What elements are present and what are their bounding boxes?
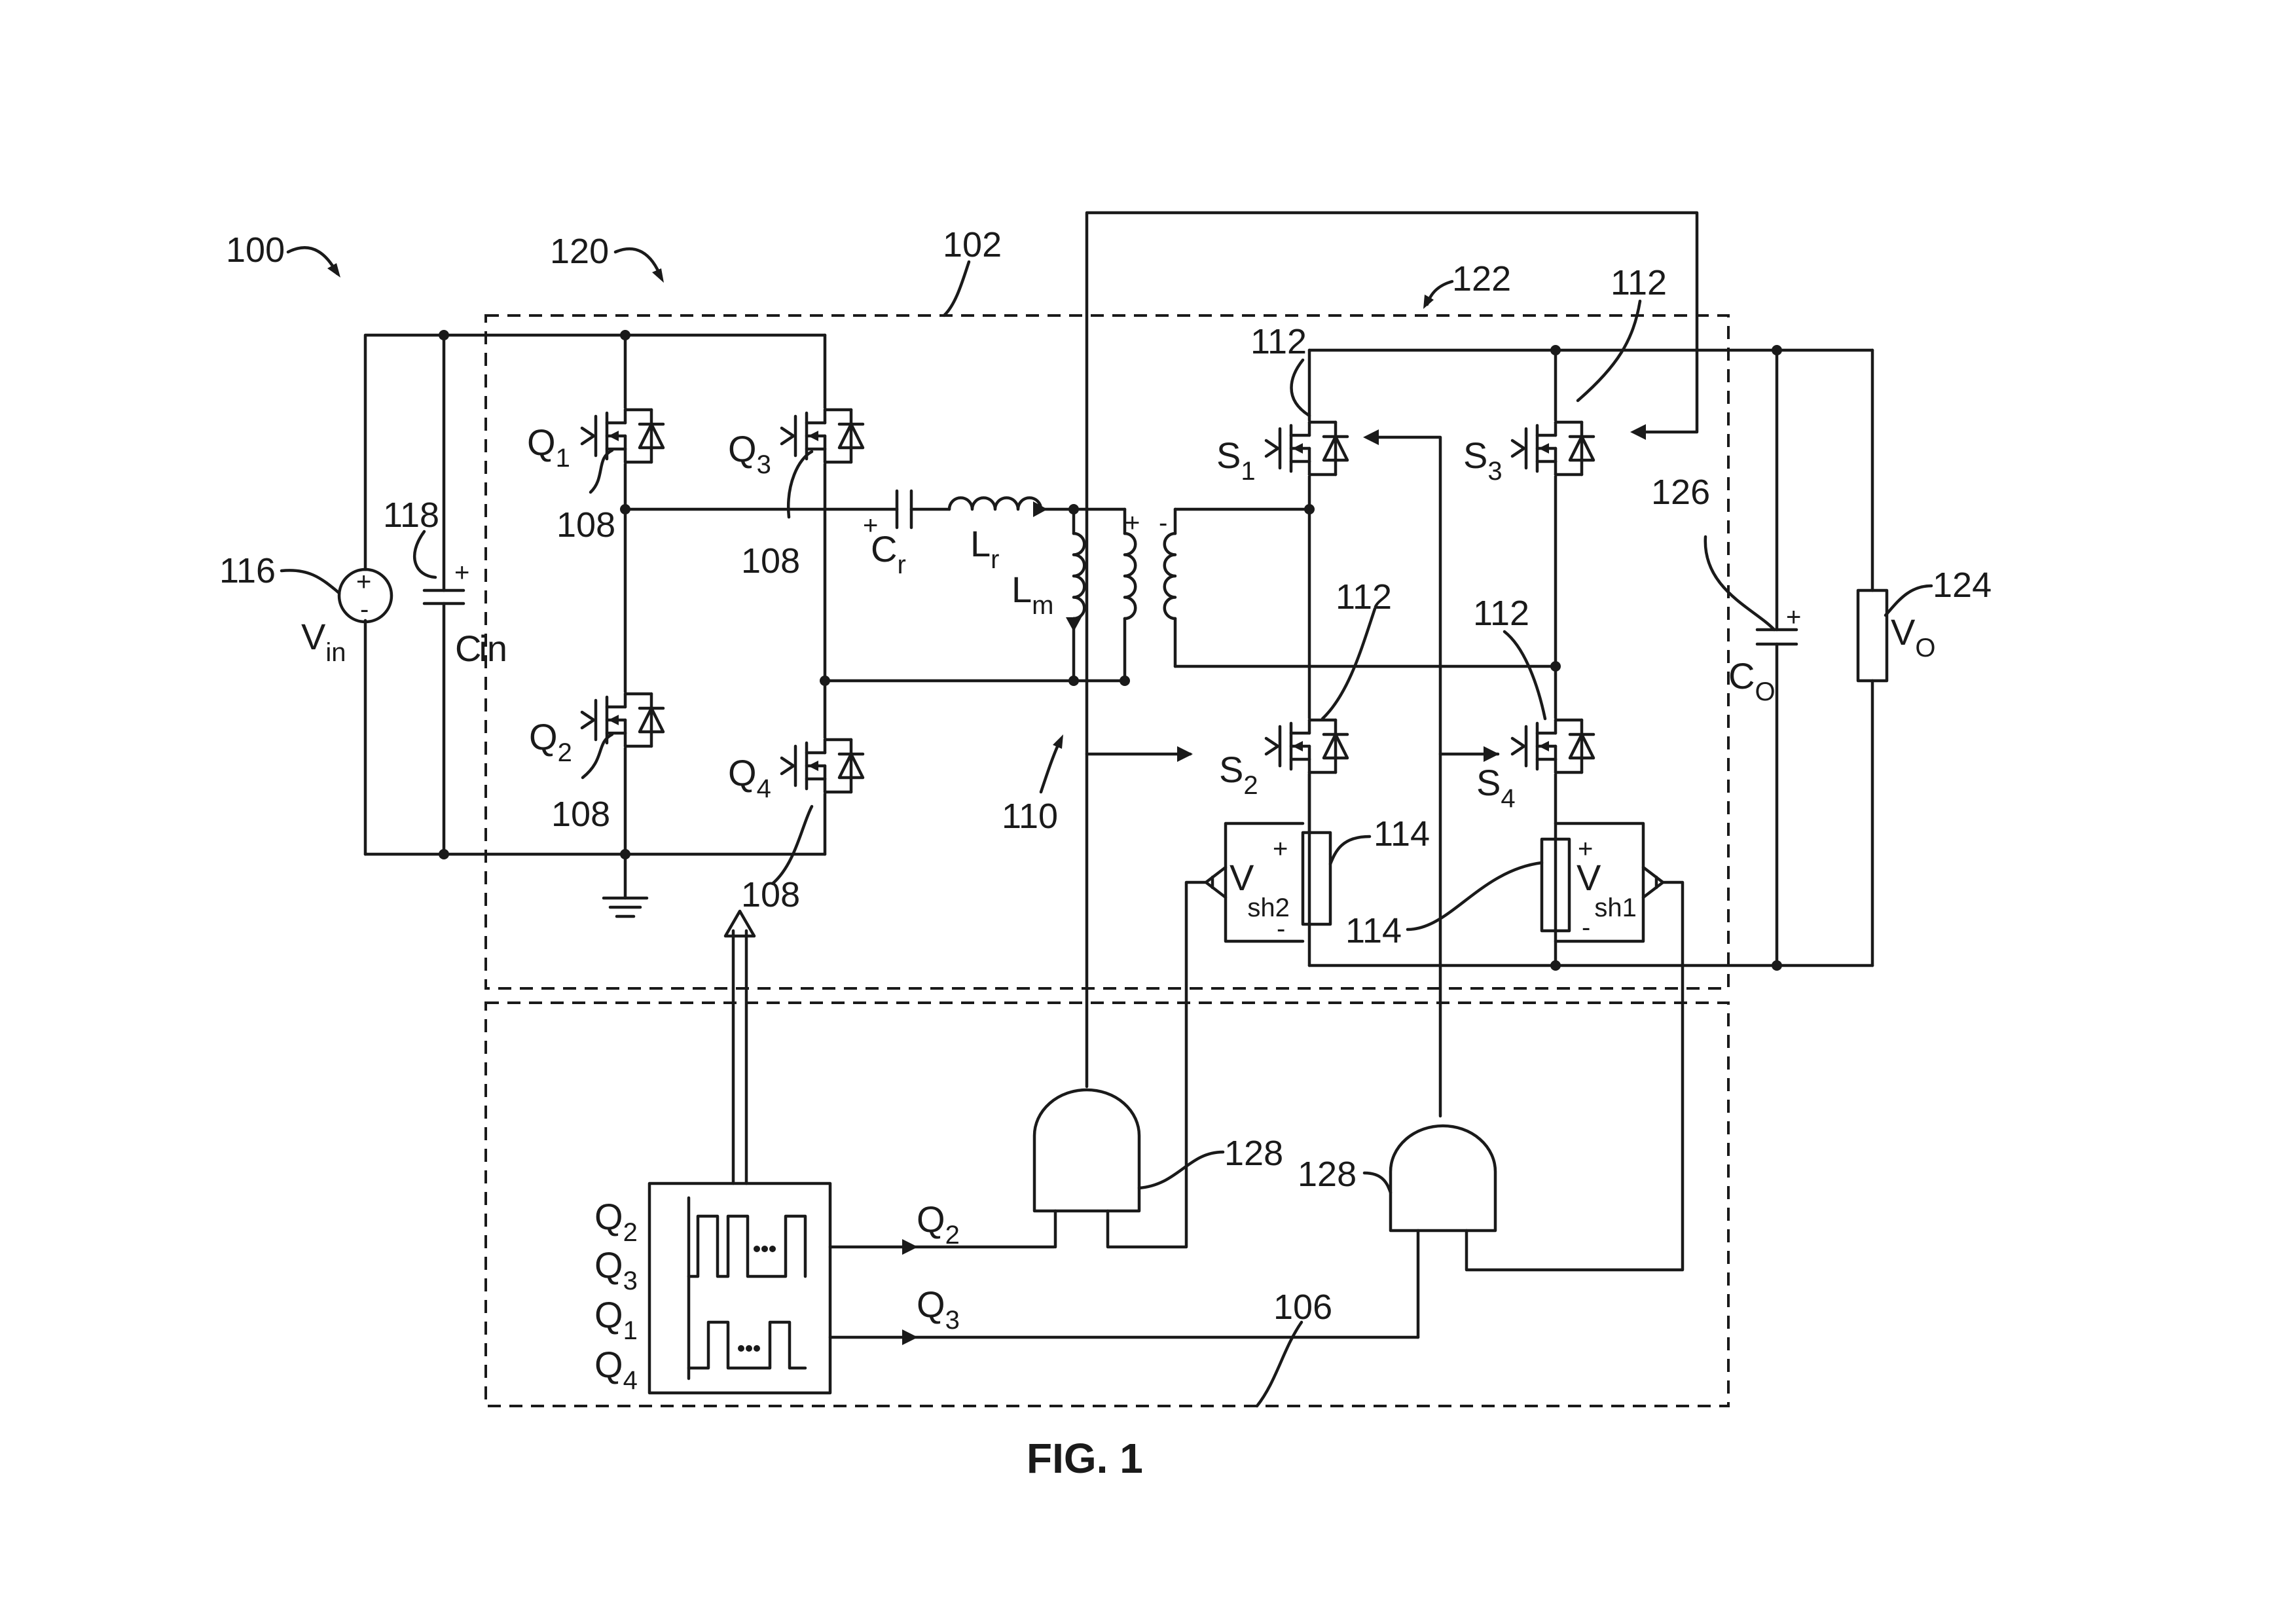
- xfmr-minus: -: [1159, 509, 1167, 537]
- leader-lines: [280, 246, 1933, 1408]
- pwm-controller: [647, 1181, 832, 1395]
- label-out-q2: Q2: [917, 1198, 960, 1250]
- input-voltage-source: [337, 568, 393, 624]
- mosfet-q1: [582, 408, 666, 463]
- ref-108-q2: 108: [551, 795, 610, 834]
- label-ctrl-q4: Q4: [594, 1344, 638, 1395]
- ref-110: 110: [1002, 797, 1058, 836]
- label-ctrl-q1: Q1: [594, 1294, 638, 1345]
- label-cr: Cr: [871, 528, 906, 579]
- sh2-minus: -: [1277, 914, 1285, 943]
- ref-108-q3: 108: [741, 541, 800, 581]
- ref-102: 102: [943, 225, 1002, 264]
- label-co: CO: [1728, 655, 1776, 706]
- cin-plus: +: [454, 558, 469, 587]
- label-q4: Q4: [728, 752, 771, 803]
- power-stage-block-102: [484, 314, 1730, 990]
- ref-120: 120: [550, 232, 609, 271]
- and-gate-128-left: [1032, 1088, 1141, 1213]
- ref-100: 100: [226, 230, 285, 270]
- shunt-amplifier-1: [1554, 821, 1665, 943]
- resonant-inductor-lr: [947, 496, 1043, 511]
- shunt-amplifier-2: [1204, 821, 1305, 943]
- label-q1: Q1: [527, 422, 570, 473]
- ref-122: 122: [1452, 259, 1511, 298]
- transformer-primary-winding: [1123, 532, 1137, 621]
- pwm-waveforms: [687, 1196, 807, 1380]
- label-vin: Vin: [301, 616, 346, 667]
- ref-114-b: 114: [1345, 911, 1402, 950]
- transformer-secondary-winding: [1163, 532, 1177, 621]
- cr-plus: +: [863, 511, 878, 540]
- label-vo: VO: [1891, 611, 1935, 662]
- co-plus: +: [1786, 603, 1801, 632]
- lr-current-arrow: [1033, 501, 1048, 517]
- sh2-plus: +: [1273, 835, 1288, 863]
- signal-labels: Q2 Q3 Q2 Q3 Q1 Q4: [594, 1196, 960, 1395]
- load-resistor-vo: [1856, 588, 1889, 683]
- mosfet-s2: [1266, 719, 1350, 774]
- resonant-capacitor-cr: [895, 489, 913, 530]
- label-s1: S1: [1216, 435, 1256, 486]
- input-capacitor-cin: [422, 588, 465, 605]
- ref-108-q1: 108: [556, 505, 615, 545]
- label-cin: Cin: [455, 628, 507, 669]
- ref-128-left: 128: [1224, 1134, 1283, 1173]
- mosfet-q4: [782, 738, 866, 793]
- figure-label: FIG. 1: [1027, 1435, 1143, 1482]
- shunt-resistor-1: [1540, 837, 1571, 933]
- mosfet-s4: [1512, 719, 1596, 774]
- ref-106: 106: [1273, 1288, 1332, 1327]
- ref-118: 118: [383, 496, 439, 535]
- reference-numerals: 100 120 102 122 112 112 112 112 118 116 …: [219, 225, 1992, 1327]
- gate-drive-wiring: [828, 211, 1699, 1339]
- ref-112-s4: 112: [1473, 594, 1529, 633]
- component-labels: Q1 Q3 Q2 Q4 S1 S3 S2 S4 Vin Cin Cr Lr Lm…: [301, 422, 1935, 922]
- ref-128-right: 128: [1298, 1155, 1357, 1194]
- ground-symbol: [602, 852, 649, 918]
- label-ctrl-q2: Q2: [594, 1196, 638, 1247]
- and-gate-128-right: [1389, 1124, 1497, 1233]
- label-q3: Q3: [728, 428, 771, 479]
- ref-126: 126: [1651, 473, 1710, 512]
- ref-112-s2: 112: [1336, 577, 1392, 617]
- label-lr: Lr: [970, 523, 999, 574]
- label-s3: S3: [1463, 435, 1503, 486]
- vin-plus: +: [356, 568, 371, 596]
- sh1-minus: -: [1582, 913, 1590, 942]
- xfmr-plus: +: [1125, 509, 1140, 537]
- ref-124: 124: [1933, 566, 1992, 605]
- secondary-junction-dots: [1304, 345, 1782, 971]
- label-lm: Lm: [1011, 569, 1053, 620]
- mosfet-s1: [1266, 421, 1350, 476]
- mosfet-s3: [1512, 421, 1596, 476]
- label-ctrl-q3: Q3: [594, 1244, 638, 1295]
- label-q2: Q2: [529, 716, 572, 767]
- magnetizing-inductor-lm: [1072, 532, 1086, 621]
- ref-108-q4: 108: [741, 875, 800, 914]
- signal-arrowheads: [902, 424, 1646, 1345]
- sh1-plus: +: [1578, 835, 1593, 863]
- ref-112-s3: 112: [1611, 263, 1667, 302]
- shunt-resistor-2: [1301, 770, 1332, 926]
- ref-112-s1: 112: [1250, 322, 1307, 361]
- ref-114-a: 114: [1374, 814, 1430, 854]
- controller-block-106: [484, 1001, 1730, 1407]
- hollow-drive-arrow: [723, 909, 756, 1185]
- ref-116: 116: [219, 551, 276, 590]
- input-junction-dots: [439, 330, 830, 859]
- input-wiring: [363, 333, 827, 856]
- tank-junction-dots: [1068, 504, 1130, 686]
- vin-minus: -: [360, 595, 369, 624]
- lm-current-arrow: [1066, 617, 1082, 632]
- output-capacitor-co: [1755, 628, 1798, 646]
- label-s4: S4: [1476, 762, 1516, 813]
- label-s2: S2: [1219, 749, 1258, 800]
- label-out-q3: Q3: [917, 1284, 960, 1335]
- mosfet-q2: [582, 693, 666, 748]
- mosfet-q3: [782, 408, 866, 463]
